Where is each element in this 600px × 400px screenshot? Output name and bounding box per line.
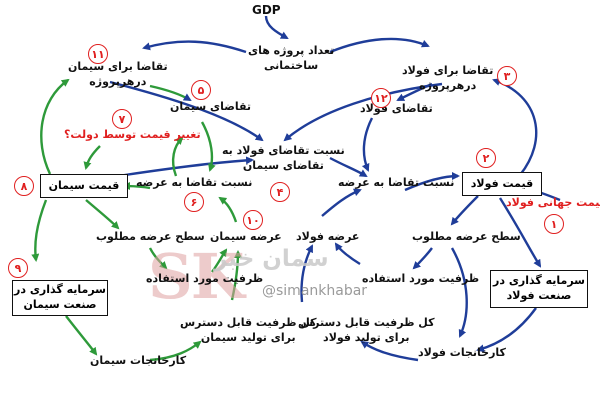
node-cement-required-supply: سطح عرضه مطلوب <box>96 230 205 243</box>
arrow-cement-demand-per-project-to-cement-demand <box>149 84 192 102</box>
arrow-steel-total-capacity-to-supply <box>300 244 314 303</box>
node-steel-capacity-used: ظرفیت مورد استفاده <box>362 272 480 285</box>
arrow-gdp-to-projects <box>264 15 289 40</box>
arrow-steel-capacity-to-steel-supply <box>334 242 361 266</box>
node-steel-demand-per-project: تقاضا برای فولاد درهرپروژه <box>402 64 494 92</box>
arrow-steel-price-to-required-supply <box>450 195 479 226</box>
arrow-steel-investment-to-factories <box>476 307 537 353</box>
arrow-steel-ratio-to-steel-price <box>404 172 460 192</box>
arrow-projects-to-cement-demand-per-project <box>142 40 247 54</box>
arrow-steel-price-loop-to-steel-demand-per-project <box>492 78 538 176</box>
node-cement-capacity-used: ظرفیت مورد استفاده <box>146 272 264 285</box>
arrow-steel-demand-to-ratio <box>361 117 374 172</box>
watermark-text: سمان خبر <box>214 246 329 272</box>
node-cement-demand-supply-ratio: نسبت تقاضا به عرضه <box>136 176 253 189</box>
arrow-gov-price-to-cement-price <box>83 145 101 170</box>
arrow-cement-factories-to-total-capacity <box>149 340 202 362</box>
box-steel-price: قیمت فولاد <box>462 172 542 196</box>
arrow-steel-factories-to-total-capacity <box>360 340 419 362</box>
watermark-handle: @simankhabar <box>262 283 368 299</box>
node-steel-required-supply: سطح عرضه مطلوب <box>412 230 521 243</box>
node-cement-demand-per-project: تقاضا برای سیمان درهرپروژه <box>68 60 168 88</box>
arrow-steel-required-supply-to-capacity-used <box>412 247 433 270</box>
arrow-cement-required-supply-to-capacity-used <box>148 247 168 270</box>
watermark-logo: SK <box>148 240 245 313</box>
arrow-cement-supply-to-ratio <box>218 196 238 223</box>
loop-number-2: ۲ <box>476 148 496 168</box>
node-construction-projects: تعداد پروژه های ساختمانی <box>248 44 335 72</box>
node-steel-factories: کارخانجات فولاد <box>418 346 506 359</box>
node-steel-demand-supply-ratio: نسبت تقاضا به عرضه <box>338 176 455 189</box>
node-gov-price-change: تغییر قیمت توسط دولت؟ <box>64 128 201 141</box>
node-steel-demand: تقاضای فولاد <box>360 102 433 115</box>
arrow-cement-total-capacity-to-supply <box>230 250 242 301</box>
node-cement-factories: کارخانجات سیمان <box>90 354 187 367</box>
arrow-cement-price-to-investment <box>31 199 48 262</box>
node-steel-supply: عرضه فولاد <box>296 230 360 243</box>
arrow-cement-capacity-used-to-supply <box>211 248 228 273</box>
loop-number-10: ۱۰ <box>243 210 263 230</box>
loop-number-8: ۸ <box>14 176 34 196</box>
loop-number-11: ۱۱ <box>88 44 108 64</box>
node-steel-cement-ratio: نسبت تقاضای فولاد به تقاضای سیمان <box>222 144 345 172</box>
loop-number-9: ۹ <box>8 258 28 278</box>
arrow-ratio-to-steel-demand-supply <box>329 156 368 178</box>
arrow-cement-investment-to-factories <box>65 315 98 356</box>
arrow-cement-price-to-required-supply <box>85 199 120 230</box>
loop-number-1: ۱ <box>544 214 564 234</box>
node-cement-demand: تقاضای سیمان <box>170 100 252 113</box>
arrow-steel-price-to-investment <box>498 197 542 268</box>
arrow-steel-required-supply-to-factories <box>450 247 468 338</box>
arrow-projects-to-steel-demand-per-project <box>329 37 430 54</box>
box-steel-investment: سرمایه گذاری در صنعت فولاد <box>490 270 588 308</box>
node-cement-supply: عرضه سیمان <box>210 230 282 243</box>
node-cement-total-capacity: کل ظرفیت قابل دسترس برای تولید سیمان <box>180 316 317 344</box>
arrow-cement-ratio-to-cement-demand <box>171 136 184 177</box>
arrow-cement-demand-per-project-to-ratio <box>109 80 264 142</box>
loop-number-12: ۱۲ <box>371 88 391 108</box>
loop-number-6: ۶ <box>184 192 204 212</box>
node-world-steel-price: قیمت جهانی فولاد <box>506 196 600 209</box>
loop-number-5: ۵ <box>191 80 211 100</box>
arrow-steel-demand-per-project-to-ratio <box>283 82 443 142</box>
node-steel-total-capacity: کل ظرفیت قابل دسترس برای تولید فولاد <box>298 316 435 344</box>
loop-number-3: ۳ <box>497 66 517 86</box>
box-cement-investment: سرمایه گذاری در صنعت سیمان <box>12 280 108 316</box>
node-gdp: GDP <box>252 3 281 17</box>
arrow-cement-price-to-cement-demand-per-project <box>40 78 70 175</box>
box-cement-price: قیمت سیمان <box>40 174 128 198</box>
arrow-steel-supply-to-ratio <box>321 188 362 217</box>
arrow-cement-demand-to-cement-ratio <box>200 121 216 172</box>
arrow-steel-demand-per-project-to-steel-demand <box>396 82 433 102</box>
loop-number-4: ۴ <box>270 182 290 202</box>
loop-number-7: ۷ <box>112 109 132 129</box>
